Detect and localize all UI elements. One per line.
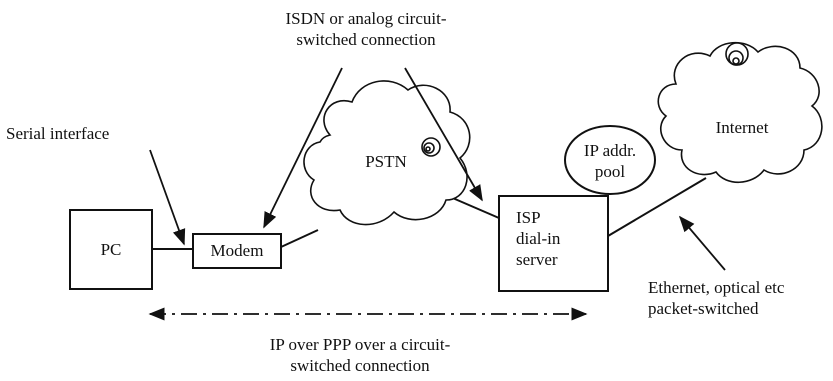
internet-label: Internet bbox=[715, 118, 769, 137]
pc-box bbox=[69, 209, 153, 290]
ip-over-ppp-label-line-2: switched connection bbox=[290, 356, 430, 375]
pstn-cloud bbox=[303, 80, 471, 226]
serial-interface-arrow bbox=[149, 149, 186, 246]
isp-server-label-line-2: dial-in bbox=[516, 229, 561, 248]
ethernet-label-line-2: packet-switched bbox=[648, 299, 759, 318]
modem-box bbox=[192, 233, 282, 269]
pc-label: PC bbox=[100, 240, 122, 259]
internet-spiral-icon bbox=[725, 42, 749, 66]
ip-pool-ellipse bbox=[564, 125, 656, 195]
circuit-connection-label-line-1: ISDN or analog circuit- bbox=[285, 9, 447, 28]
circuit-connection-label: ISDN or analog circuit- switched connect… bbox=[256, 8, 476, 50]
isp-server-label-line-3: server bbox=[516, 250, 558, 269]
ip-pool-label-line-2: pool bbox=[594, 162, 626, 181]
circuit-arrow-left bbox=[263, 67, 343, 229]
isp-server-label: ISP dial-in server bbox=[516, 207, 560, 270]
ip-pool-label: IP addr. pool bbox=[568, 140, 652, 182]
ip-pool-label-line-1: IP addr. bbox=[583, 141, 637, 160]
isp-internet-link bbox=[607, 177, 707, 237]
isp-server-label-line-1: ISP bbox=[516, 208, 541, 227]
modem-label: Modem bbox=[210, 241, 264, 260]
ethernet-arrow bbox=[678, 215, 726, 271]
pstn-spiral-icon bbox=[421, 137, 441, 157]
modem-pstn-link bbox=[280, 229, 319, 248]
ip-over-ppp-label-line-1: IP over PPP over a circuit- bbox=[269, 335, 451, 354]
circuit-arrow-right bbox=[404, 67, 483, 202]
ethernet-label-line-1: Ethernet, optical etc bbox=[648, 278, 785, 297]
pstn-isp-link bbox=[447, 195, 500, 219]
serial-interface-label: Serial interface bbox=[6, 124, 110, 143]
isp-server-box bbox=[498, 195, 609, 292]
circuit-connection-label-line-2: switched connection bbox=[296, 30, 436, 49]
ethernet-label: Ethernet, optical etc packet-switched bbox=[648, 277, 784, 319]
ip-over-ppp-label: IP over PPP over a circuit- switched con… bbox=[230, 334, 490, 376]
pstn-label: PSTN bbox=[365, 152, 407, 171]
